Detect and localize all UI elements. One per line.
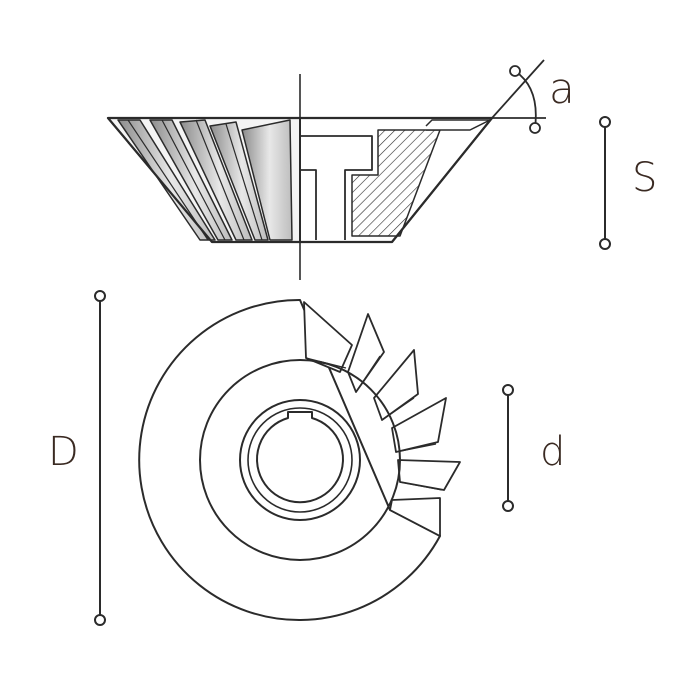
front-view-teeth <box>303 301 461 537</box>
outer-diameter-dimension <box>94 290 106 626</box>
angle-label: a <box>549 64 575 113</box>
side-view-section <box>299 117 493 243</box>
bore-with-keyway <box>256 411 344 504</box>
height-dimension <box>599 116 611 250</box>
angle-dimension <box>491 59 546 134</box>
bore-diameter-label: d <box>540 429 566 475</box>
height-label: S <box>632 155 658 201</box>
side-view-teeth <box>107 117 301 243</box>
front-view <box>138 298 461 621</box>
outer-diameter-label: D <box>48 429 79 475</box>
side-section-view <box>106 74 494 280</box>
cone-outline <box>106 116 494 244</box>
bore-diameter-dimension <box>502 384 514 512</box>
hub-circle <box>199 359 401 561</box>
